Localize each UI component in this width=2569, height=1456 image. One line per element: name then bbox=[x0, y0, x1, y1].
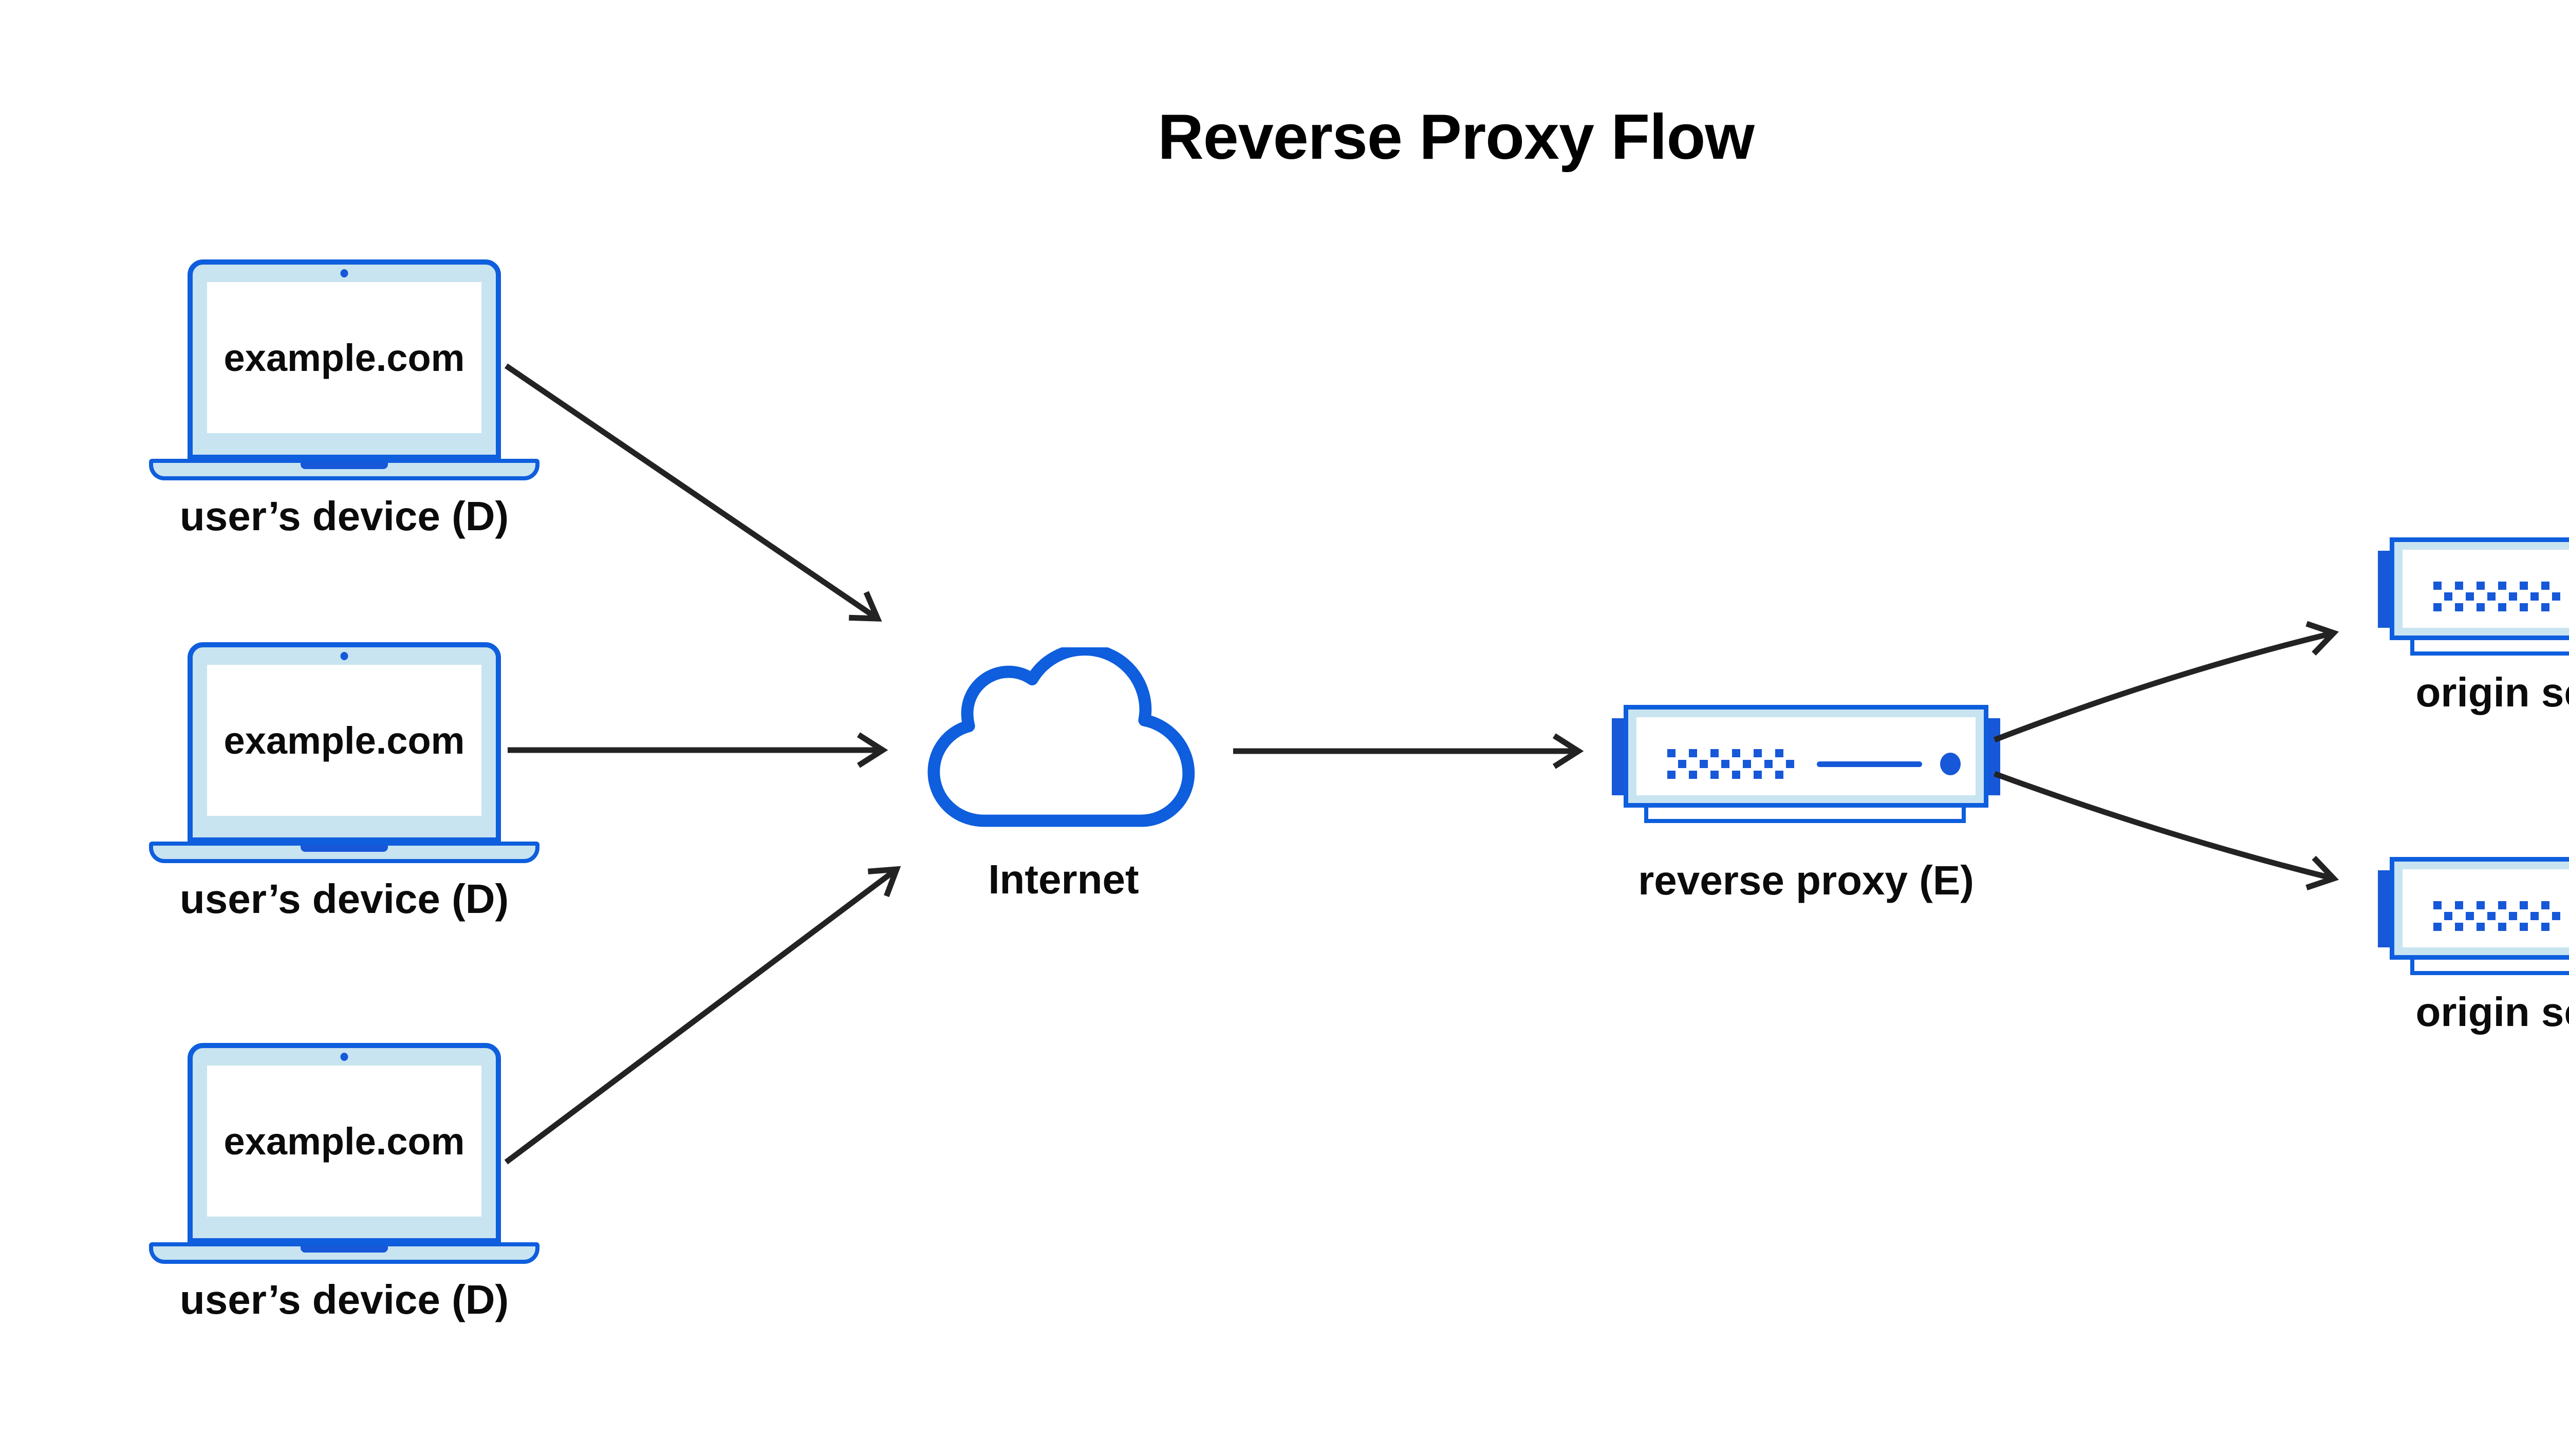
device-label: user’s device (D) bbox=[179, 1277, 509, 1322]
server-slot-line-icon bbox=[1817, 761, 1922, 767]
device-screen-url: example.com bbox=[224, 719, 465, 762]
internet-node: Internet bbox=[920, 647, 1207, 904]
server-faceplate bbox=[2403, 550, 2569, 628]
device-screen-url: example.com bbox=[224, 336, 465, 379]
origin-server-node-2: origin server (F) bbox=[2378, 857, 2569, 1042]
laptop-base bbox=[149, 1242, 539, 1264]
user-device-node-1: example.com user’s device (D) bbox=[149, 259, 539, 537]
server-faceplate bbox=[2403, 869, 2569, 947]
server-icon bbox=[1624, 705, 1988, 808]
user-device-node-2: example.com user’s device (D) bbox=[149, 642, 539, 920]
reverse-proxy-label: reverse proxy (E) bbox=[1638, 857, 1974, 903]
laptop-screen: example.com bbox=[207, 1066, 481, 1217]
arrow-proxy-to-origin2 bbox=[1994, 771, 2339, 891]
laptop-notch bbox=[301, 845, 388, 852]
laptop-base bbox=[149, 842, 539, 863]
server-shadow bbox=[2410, 957, 2569, 975]
laptop-icon: example.com bbox=[188, 642, 501, 843]
server-right-tab bbox=[1987, 718, 2000, 795]
server-shadow bbox=[2410, 637, 2569, 656]
server-icon bbox=[2390, 537, 2569, 640]
diagram-title: Reverse Proxy Flow bbox=[1158, 102, 1755, 173]
server-vent-dots-icon bbox=[2433, 901, 2560, 931]
user-device-node-3: example.com user’s device (D) bbox=[149, 1043, 539, 1320]
internet-label: Internet bbox=[988, 856, 1139, 902]
server-vent-dots-icon bbox=[2433, 582, 2560, 611]
laptop-camera-dot-icon bbox=[340, 1053, 348, 1061]
laptop-screen: example.com bbox=[207, 282, 481, 433]
laptop-camera-dot-icon bbox=[340, 269, 348, 277]
device-screen-url: example.com bbox=[224, 1119, 465, 1163]
server-vent-dots-icon bbox=[1667, 749, 1794, 779]
arrow-device3-to-internet bbox=[504, 866, 901, 1165]
laptop-base bbox=[149, 459, 539, 480]
cloud-icon bbox=[927, 647, 1195, 827]
arrow-device1-to-internet bbox=[504, 363, 882, 622]
device-label: user’s device (D) bbox=[179, 876, 509, 922]
server-left-tab bbox=[2378, 870, 2391, 947]
server-icon bbox=[2390, 857, 2569, 960]
laptop-icon: example.com bbox=[188, 1043, 501, 1243]
server-left-tab bbox=[2378, 551, 2391, 628]
origin-server-label: origin server (F) bbox=[2415, 669, 2569, 715]
reverse-proxy-node: reverse proxy (E) bbox=[1612, 705, 2000, 901]
server-shadow bbox=[1644, 805, 1966, 823]
server-faceplate bbox=[1636, 717, 1976, 795]
laptop-notch bbox=[301, 1245, 388, 1253]
server-led-icon bbox=[1940, 753, 1961, 775]
origin-server-node-1: origin server (F) bbox=[2378, 537, 2569, 722]
device-label: user’s device (D) bbox=[179, 493, 509, 539]
server-left-tab bbox=[1612, 718, 1625, 795]
laptop-screen: example.com bbox=[207, 665, 481, 816]
laptop-camera-dot-icon bbox=[340, 652, 348, 660]
laptop-icon: example.com bbox=[188, 259, 501, 460]
laptop-notch bbox=[301, 462, 388, 469]
arrow-proxy-to-origin1 bbox=[1994, 621, 2339, 743]
origin-server-label: origin server (F) bbox=[2415, 989, 2569, 1035]
